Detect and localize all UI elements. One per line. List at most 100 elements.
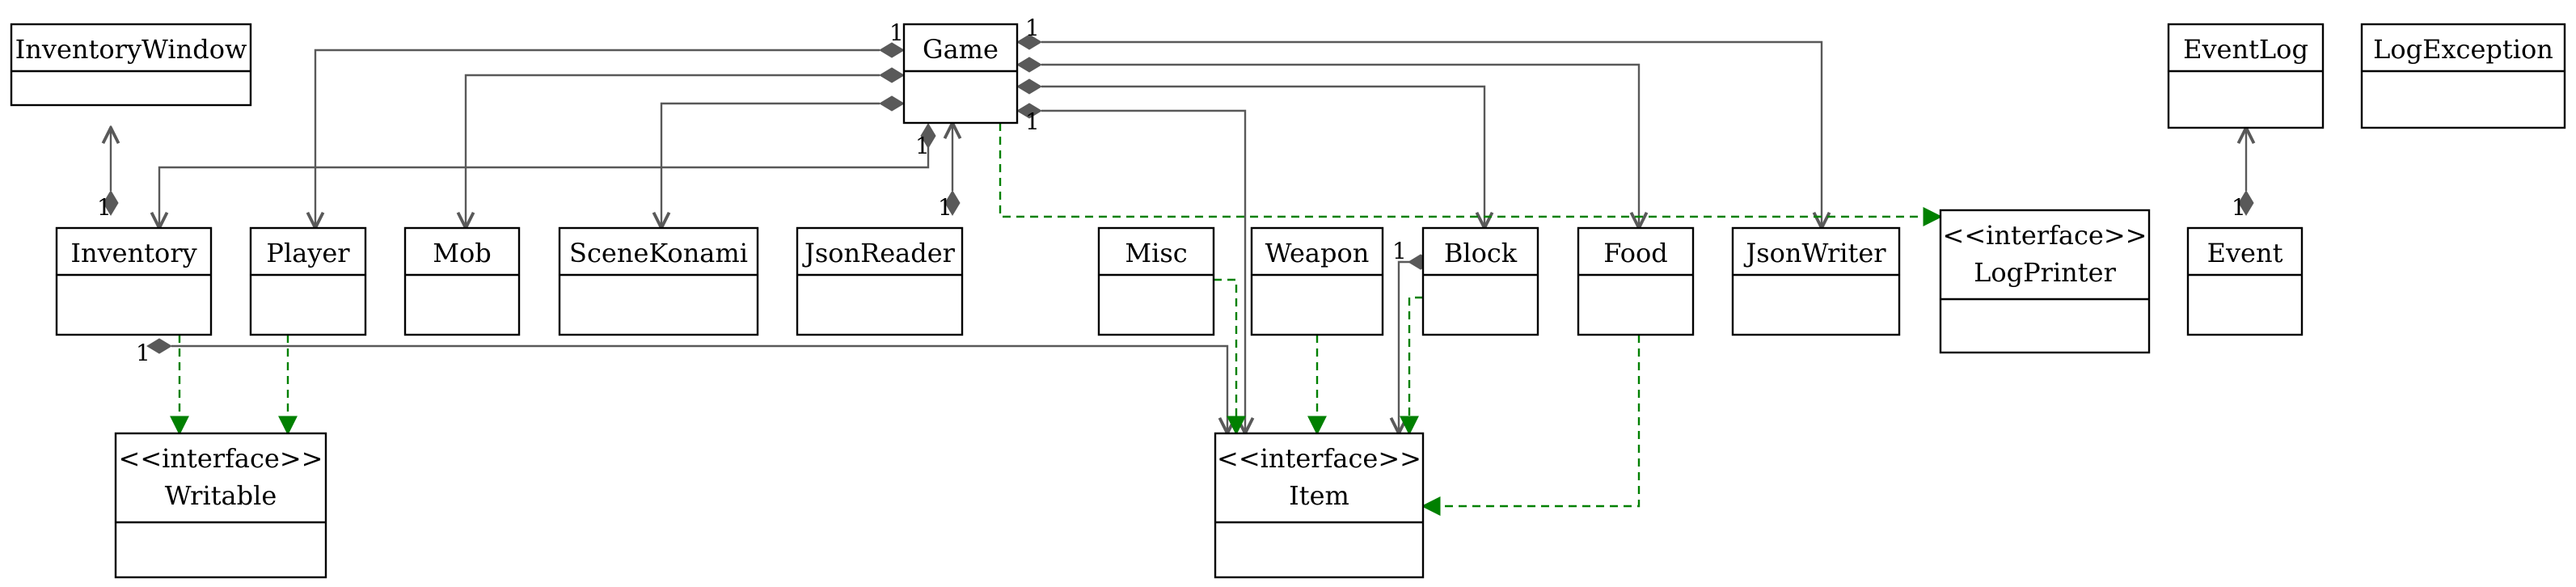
- edge-line: [1421, 335, 1641, 516]
- classes-layer: InventoryWindow Game EventLog LogExceptionI…: [10, 23, 2566, 579]
- class-box: [2167, 23, 2325, 129]
- class-name: JsonReader: [802, 238, 956, 268]
- composition-diamond: [879, 42, 905, 58]
- edge-line: [1041, 63, 1639, 228]
- class-name: InventoryWindow: [15, 34, 247, 65]
- edge-line: [1400, 296, 1423, 436]
- class-name: Event: [2207, 238, 2283, 268]
- class-food: Food: [1577, 226, 1695, 336]
- composition-edge-game-jsonwriter: [1016, 34, 1822, 228]
- class-inventorywindow: InventoryWindow: [10, 23, 252, 107]
- class-box: [1939, 209, 2151, 354]
- multiplicity-label: 1: [889, 19, 904, 46]
- composition-edge-game-scenekonami: [661, 95, 905, 228]
- composition-diamond: [1016, 34, 1042, 50]
- composition-diamond: [879, 67, 905, 83]
- class-box: [2186, 226, 2304, 336]
- class-name: JsonWriter: [1743, 238, 1886, 268]
- class-box: [403, 226, 521, 336]
- class-scenekonami: SceneKonami: [558, 226, 759, 336]
- class-weapon: Weapon: [1250, 226, 1384, 336]
- class-box: [796, 226, 964, 336]
- class-player: Player: [249, 226, 367, 336]
- class-block: Block: [1421, 226, 1539, 336]
- realization-edge-misc-item: [1214, 278, 1246, 436]
- multiplicity-label: 1: [915, 133, 930, 159]
- class-name: Inventory: [70, 238, 196, 268]
- composition-diamond: [879, 95, 905, 112]
- class-name: LogException: [2373, 34, 2553, 65]
- class-name: SceneKonami: [569, 238, 748, 268]
- class-box: [902, 23, 1019, 125]
- composition-edge-jsonreader-game: [944, 123, 961, 216]
- class-box: [249, 226, 367, 336]
- class-name: Block: [1444, 238, 1518, 268]
- class-logexception: LogException: [2360, 23, 2566, 129]
- class-name: Mob: [433, 238, 492, 268]
- class-name: Writable: [165, 480, 277, 511]
- class-box: [2360, 23, 2566, 129]
- class-box: [1731, 226, 1901, 336]
- class-stereotype: <<interface>>: [119, 443, 323, 474]
- class-misc: Misc: [1097, 226, 1215, 336]
- realization-edge-block-item: [1400, 296, 1423, 436]
- composition-diamond: [1016, 103, 1042, 119]
- class-name: LogPrinter: [1974, 257, 2116, 288]
- multiplicity-label: 1: [1392, 238, 1407, 264]
- class-name: Item: [1289, 480, 1349, 511]
- class-event: Event: [2186, 226, 2304, 336]
- composition-diamond: [146, 338, 172, 354]
- class-box: [10, 23, 252, 107]
- edge-line: [1041, 109, 1245, 433]
- composition-diamond: [1016, 57, 1042, 73]
- class-game: Game: [902, 23, 1019, 125]
- multiplicity-label: 1: [136, 340, 150, 366]
- composition-diamond: [920, 123, 936, 149]
- class-mob: Mob: [403, 226, 521, 336]
- edge-line: [1041, 85, 1484, 228]
- class-stereotype: <<interface>>: [1943, 220, 2147, 251]
- multiplicity-label: 1: [2232, 194, 2246, 221]
- composition-edge-game-block: [1016, 78, 1484, 228]
- multiplicity-label: 1: [1025, 15, 1040, 41]
- edge-line: [171, 344, 1227, 433]
- class-box: [55, 226, 213, 336]
- class-item: <<interface>>Item: [1214, 432, 1425, 579]
- class-jsonwriter: JsonWriter: [1731, 226, 1901, 336]
- composition-edge-game-mob: [466, 67, 905, 228]
- class-name: Game: [923, 34, 999, 65]
- class-name: Food: [1603, 238, 1667, 268]
- multiplicity-label: 1: [1025, 108, 1040, 135]
- composition-edge-inventory-inventorywindow: [103, 128, 119, 216]
- edge-line: [315, 49, 880, 228]
- composition-edge-event-eventlog: [2238, 128, 2254, 216]
- class-jsonreader: JsonReader: [796, 226, 964, 336]
- class-writable: <<interface>> Writable: [114, 432, 327, 579]
- class-name: EventLog: [2183, 34, 2308, 65]
- realization-edge-game-logprinter: [999, 123, 1943, 226]
- class-box: [558, 226, 759, 336]
- relations-layer: [103, 34, 2254, 516]
- class-box: [1577, 226, 1695, 336]
- edge-line: [999, 123, 1943, 226]
- composition-diamond: [944, 190, 961, 216]
- class-box: [1421, 226, 1539, 336]
- class-logprinter: <<interface>> LogPrinter: [1939, 209, 2151, 354]
- class-box: [1214, 432, 1425, 579]
- class-box: [1097, 226, 1215, 336]
- composition-edge-game-item: [1016, 103, 1245, 433]
- composition-diamond: [1016, 78, 1042, 95]
- composition-diamond: [2238, 190, 2254, 216]
- class-box: [114, 432, 327, 579]
- edge-line: [661, 102, 880, 228]
- edge-line: [1041, 40, 1822, 228]
- class-name: Player: [266, 238, 350, 268]
- composition-edge-inventory-item: [146, 338, 1227, 433]
- class-box: [1250, 226, 1384, 336]
- composition-diamond: [103, 190, 119, 216]
- class-eventlog: EventLog: [2167, 23, 2325, 129]
- class-inventory: Inventory: [55, 226, 213, 336]
- composition-edge-game-inventory: [159, 123, 936, 228]
